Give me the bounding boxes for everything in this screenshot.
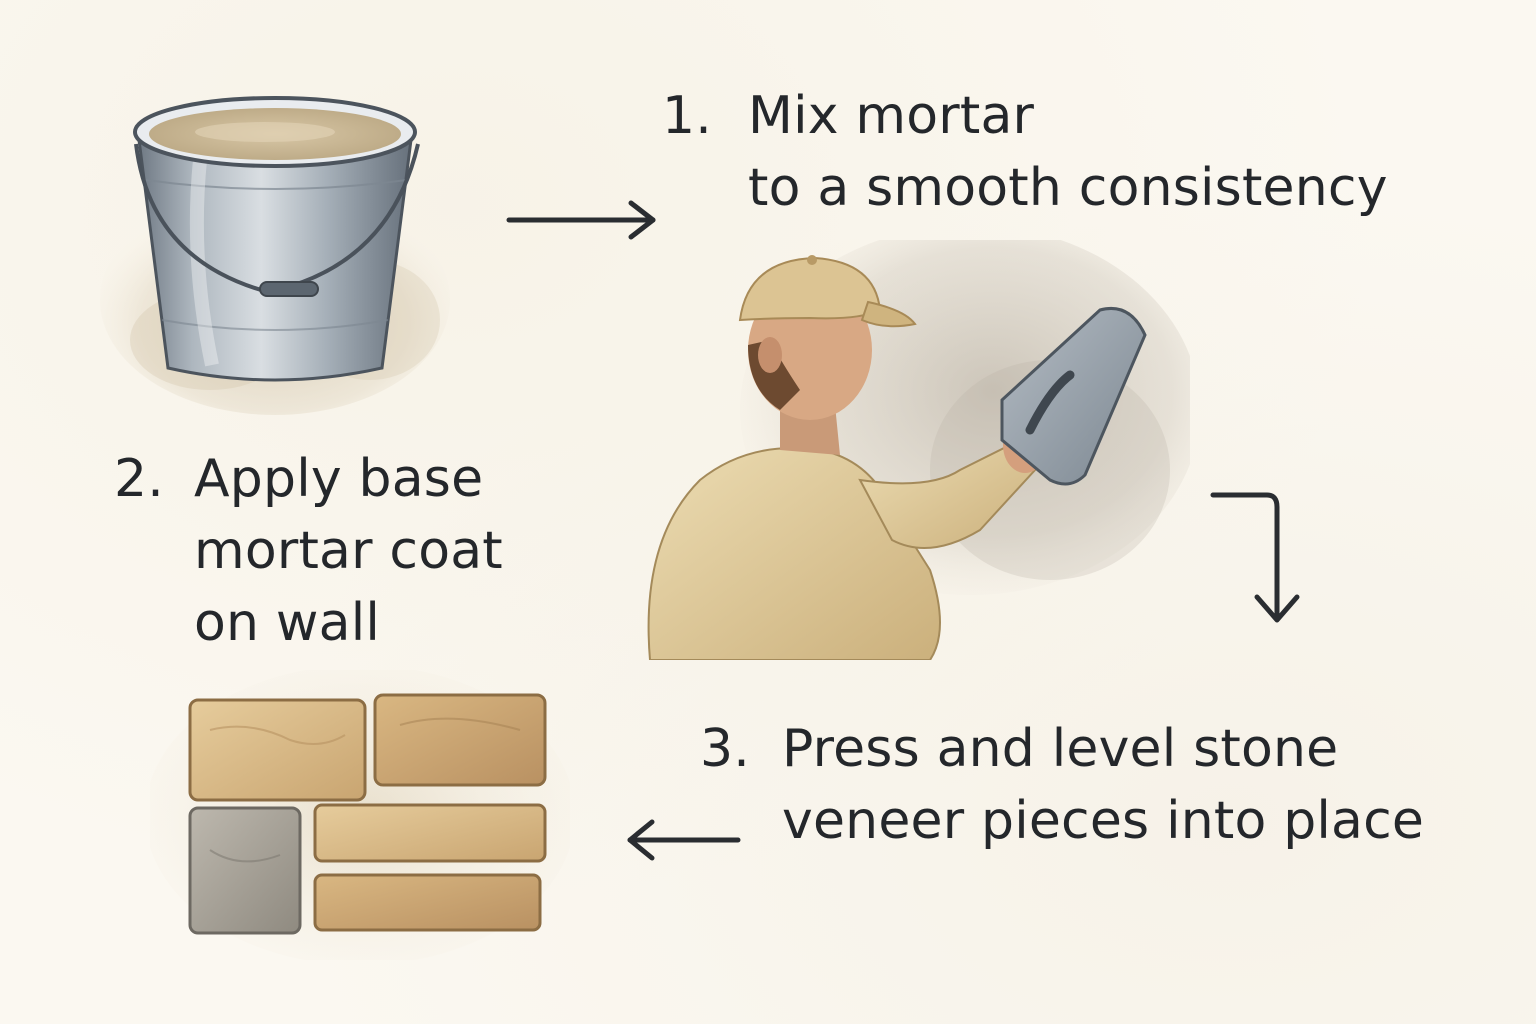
step-3-instruction: 3. Press and level stone veneer pieces in…	[700, 713, 1424, 857]
step-1-line-1: Mix mortar	[748, 86, 1035, 146]
stone-veneer-pieces-illustration	[150, 670, 570, 960]
arrow-left-icon	[627, 819, 741, 861]
arrow-right-icon	[506, 200, 656, 240]
step-3-line-2: veneer pieces into place	[782, 791, 1425, 851]
step-2-line-1: Apply base	[194, 449, 484, 509]
step-2-line-2: mortar coat	[194, 521, 503, 581]
arrow-down-bent-icon	[1210, 492, 1300, 623]
step-3-number: 3.	[700, 719, 751, 779]
step-1-instruction: 1. Mix mortar to a smooth consistency	[662, 80, 1388, 224]
worker-with-trowel-illustration	[647, 240, 1190, 660]
step-2-instruction: 2. Apply base mortar coat on wall	[114, 443, 503, 659]
step-2-number: 2.	[114, 449, 165, 509]
step-3-line-1: Press and level stone	[782, 719, 1339, 779]
step-2-line-3: on wall	[194, 593, 380, 653]
step-1-line-2: to a smooth consistency	[748, 158, 1388, 218]
step-1-number: 1.	[662, 86, 713, 146]
bucket-of-mortar-icon	[100, 96, 450, 415]
